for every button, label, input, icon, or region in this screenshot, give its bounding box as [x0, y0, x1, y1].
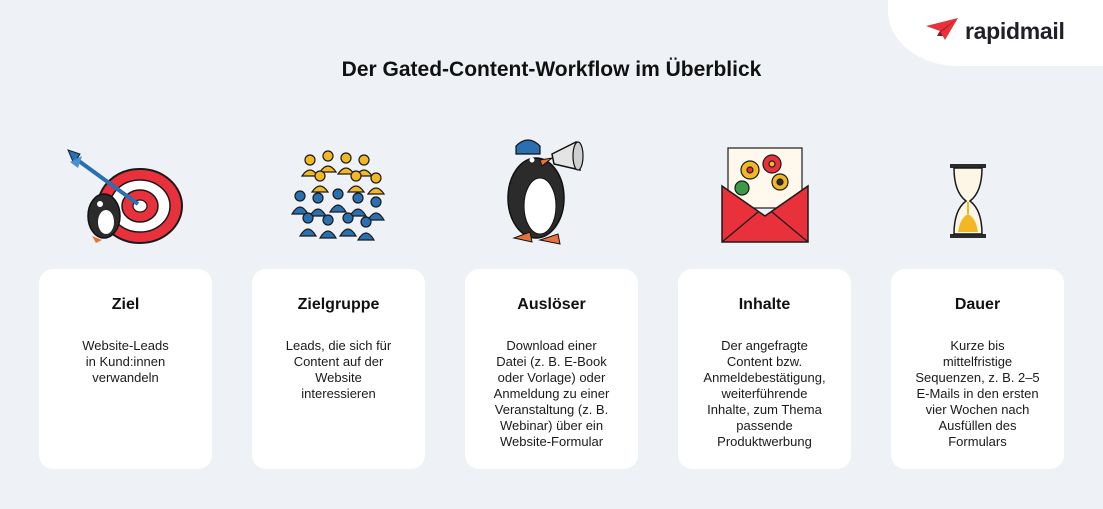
step-card-ziel: Ziel Website-Leads in Kund:innen verwand…: [39, 269, 212, 469]
step-description: Der angefragte Content bzw. Anmeldebestä…: [703, 338, 826, 449]
logo-background: [888, 0, 1103, 66]
step-description: Download einer Datei (z. B. E-Book oder …: [493, 338, 610, 449]
audience-crowd-icon: [290, 146, 388, 249]
rapidmail-logo[interactable]: rapidmail: [925, 16, 1065, 47]
step-title: Ziel: [111, 296, 140, 313]
page-title: Der Gated-Content-Workflow im Überblick: [341, 58, 762, 81]
logo-wordmark: rapidmail: [965, 18, 1065, 44]
step-card-inhalte: Inhalte Der angefragte Content bzw. Anme…: [678, 269, 851, 469]
step-description: Website-Leads in Kund:innen verwandeln: [82, 338, 169, 385]
step-title: Dauer: [954, 296, 1001, 313]
step-title: Zielgruppe: [297, 296, 380, 313]
step-description: Leads, die sich für Content auf der Webs…: [285, 338, 392, 401]
step-card-zielgruppe: Zielgruppe Leads, die sich für Content a…: [252, 269, 425, 469]
dart-target-icon: [66, 148, 186, 253]
step-description: Kurze bis mittelfristige Sequenzen, z. B…: [915, 338, 1040, 449]
step-card-ausloeser: Auslöser Download einer Datei (z. B. E-B…: [465, 269, 638, 469]
step-title: Inhalte: [738, 296, 791, 313]
envelope-flowers-icon: [718, 146, 812, 249]
step-title: Auslöser: [517, 296, 586, 313]
paper-plane-icon: [925, 16, 959, 47]
megaphone-penguin-icon: [500, 136, 590, 251]
step-card-dauer: Dauer Kurze bis mittelfristige Sequenzen…: [891, 269, 1064, 469]
hourglass-icon: [948, 162, 988, 245]
